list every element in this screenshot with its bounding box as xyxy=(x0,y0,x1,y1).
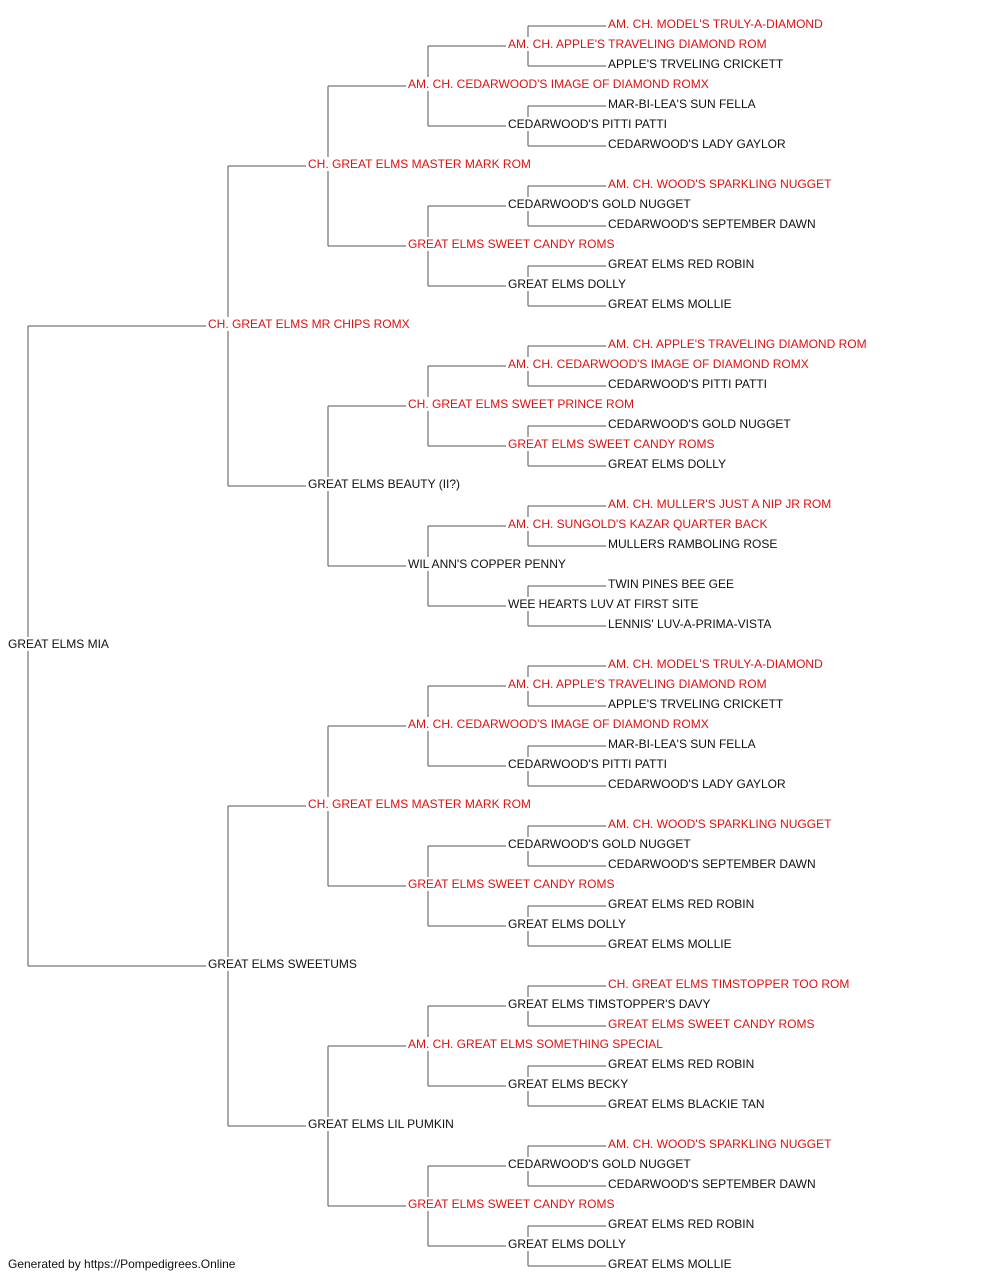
ancestor-name-gen5[interactable]: CH. GREAT ELMS TIMSTOPPER TOO ROM xyxy=(608,977,852,991)
ancestor-name-gen4[interactable]: CEDARWOOD'S PITTI PATTI xyxy=(508,757,669,771)
ancestor-name-gen3[interactable]: AM. CH. CEDARWOOD'S IMAGE OF DIAMOND ROM… xyxy=(408,717,711,731)
ancestor-name-gen4[interactable]: AM. CH. SUNGOLD'S KAZAR QUARTER BACK xyxy=(508,517,770,531)
ancestor-name-gen4[interactable]: CEDARWOOD'S GOLD NUGGET xyxy=(508,837,693,851)
ancestor-name-gen4[interactable]: CEDARWOOD'S PITTI PATTI xyxy=(508,117,669,131)
ancestor-name-gen5[interactable]: CEDARWOOD'S SEPTEMBER DAWN xyxy=(608,1177,818,1191)
ancestor-name-gen4[interactable]: AM. CH. APPLE'S TRAVELING DIAMOND ROM xyxy=(508,677,769,691)
ancestor-name-gen5[interactable]: GREAT ELMS MOLLIE xyxy=(608,937,734,951)
ancestor-name-gen5[interactable]: GREAT ELMS MOLLIE xyxy=(608,297,734,311)
ancestor-name-gen5[interactable]: GREAT ELMS DOLLY xyxy=(608,457,729,471)
ancestor-name-gen4[interactable]: GREAT ELMS TIMSTOPPER'S DAVY xyxy=(508,997,713,1011)
ancestor-name-gen5[interactable]: CEDARWOOD'S PITTI PATTI xyxy=(608,377,769,391)
ancestor-name-gen2[interactable]: GREAT ELMS BEAUTY (II?) xyxy=(308,477,463,491)
ancestor-name-gen5[interactable]: AM. CH. APPLE'S TRAVELING DIAMOND ROM xyxy=(608,337,869,351)
ancestor-name-gen5[interactable]: MULLERS RAMBOLING ROSE xyxy=(608,537,780,551)
ancestor-name-gen4[interactable]: CEDARWOOD'S GOLD NUGGET xyxy=(508,197,693,211)
ancestor-name-gen3[interactable]: WIL ANN'S COPPER PENNY xyxy=(408,557,568,571)
ancestor-name-gen4[interactable]: GREAT ELMS DOLLY xyxy=(508,277,629,291)
ancestor-name-gen5[interactable]: GREAT ELMS SWEET CANDY ROMS xyxy=(608,1017,817,1031)
ancestor-name-gen5[interactable]: AM. CH. MODEL'S TRULY-A-DIAMOND xyxy=(608,657,825,671)
ancestor-name-gen3[interactable]: GREAT ELMS SWEET CANDY ROMS xyxy=(408,237,617,251)
ancestor-name-gen3[interactable]: GREAT ELMS SWEET CANDY ROMS xyxy=(408,1197,617,1211)
generated-by-footer[interactable]: Generated by https://Pompedigrees.Online xyxy=(8,1257,236,1271)
ancestor-name-gen5[interactable]: GREAT ELMS RED ROBIN xyxy=(608,1217,757,1231)
ancestor-name-gen4[interactable]: AM. CH. APPLE'S TRAVELING DIAMOND ROM xyxy=(508,37,769,51)
ancestor-name-gen5[interactable]: GREAT ELMS MOLLIE xyxy=(608,1257,734,1271)
ancestor-name-gen1[interactable]: GREAT ELMS SWEETUMS xyxy=(208,957,359,971)
ancestor-name-gen5[interactable]: CEDARWOOD'S GOLD NUGGET xyxy=(608,417,793,431)
ancestor-name-gen3[interactable]: AM. CH. GREAT ELMS SOMETHING SPECIAL xyxy=(408,1037,665,1051)
ancestor-name-gen4[interactable]: AM. CH. CEDARWOOD'S IMAGE OF DIAMOND ROM… xyxy=(508,357,811,371)
ancestor-name-gen1[interactable]: CH. GREAT ELMS MR CHIPS ROMX xyxy=(208,317,412,331)
ancestor-name-gen5[interactable]: AM. CH. MULLER'S JUST A NIP JR ROM xyxy=(608,497,834,511)
ancestor-name-gen5[interactable]: MAR-BI-LEA'S SUN FELLA xyxy=(608,97,758,111)
ancestor-name-gen4[interactable]: GREAT ELMS DOLLY xyxy=(508,1237,629,1251)
ancestor-name-gen5[interactable]: CEDARWOOD'S SEPTEMBER DAWN xyxy=(608,857,818,871)
ancestor-name-gen5[interactable]: APPLE'S TRVELING CRICKETT xyxy=(608,57,786,71)
ancestor-name-gen4[interactable]: GREAT ELMS BECKY xyxy=(508,1077,631,1091)
ancestor-name-gen5[interactable]: APPLE'S TRVELING CRICKETT xyxy=(608,697,786,711)
ancestor-name-gen2[interactable]: GREAT ELMS LIL PUMKIN xyxy=(308,1117,456,1131)
ancestor-name-gen2[interactable]: CH. GREAT ELMS MASTER MARK ROM xyxy=(308,157,533,171)
ancestor-name-gen3[interactable]: GREAT ELMS SWEET CANDY ROMS xyxy=(408,877,617,891)
ancestor-name-gen5[interactable]: GREAT ELMS BLACKIE TAN xyxy=(608,1097,767,1111)
ancestor-name-gen5[interactable]: AM. CH. WOOD'S SPARKLING NUGGET xyxy=(608,1137,834,1151)
ancestor-name-gen5[interactable]: GREAT ELMS RED ROBIN xyxy=(608,257,757,271)
ancestor-name-gen5[interactable]: GREAT ELMS RED ROBIN xyxy=(608,897,757,911)
ancestor-name-gen4[interactable]: WEE HEARTS LUV AT FIRST SITE xyxy=(508,597,701,611)
ancestor-name-gen5[interactable]: GREAT ELMS RED ROBIN xyxy=(608,1057,757,1071)
ancestor-name-gen4[interactable]: CEDARWOOD'S GOLD NUGGET xyxy=(508,1157,693,1171)
ancestor-name-gen5[interactable]: CEDARWOOD'S LADY GAYLOR xyxy=(608,777,788,791)
ancestor-name-gen5[interactable]: CEDARWOOD'S SEPTEMBER DAWN xyxy=(608,217,818,231)
ancestor-name-gen5[interactable]: TWIN PINES BEE GEE xyxy=(608,577,737,591)
ancestor-name-gen4[interactable]: GREAT ELMS DOLLY xyxy=(508,917,629,931)
ancestor-name-gen5[interactable]: AM. CH. MODEL'S TRULY-A-DIAMOND xyxy=(608,17,825,31)
ancestor-name-gen5[interactable]: AM. CH. WOOD'S SPARKLING NUGGET xyxy=(608,817,834,831)
ancestor-name-gen5[interactable]: CEDARWOOD'S LADY GAYLOR xyxy=(608,137,788,151)
subject-dog-name[interactable]: GREAT ELMS MIA xyxy=(8,637,111,651)
ancestor-name-gen3[interactable]: CH. GREAT ELMS SWEET PRINCE ROM xyxy=(408,397,637,411)
ancestor-name-gen2[interactable]: CH. GREAT ELMS MASTER MARK ROM xyxy=(308,797,533,811)
ancestor-name-gen5[interactable]: LENNIS' LUV-A-PRIMA-VISTA xyxy=(608,617,774,631)
ancestor-name-gen5[interactable]: AM. CH. WOOD'S SPARKLING NUGGET xyxy=(608,177,834,191)
ancestor-name-gen5[interactable]: MAR-BI-LEA'S SUN FELLA xyxy=(608,737,758,751)
ancestor-name-gen4[interactable]: GREAT ELMS SWEET CANDY ROMS xyxy=(508,437,717,451)
ancestor-name-gen3[interactable]: AM. CH. CEDARWOOD'S IMAGE OF DIAMOND ROM… xyxy=(408,77,711,91)
